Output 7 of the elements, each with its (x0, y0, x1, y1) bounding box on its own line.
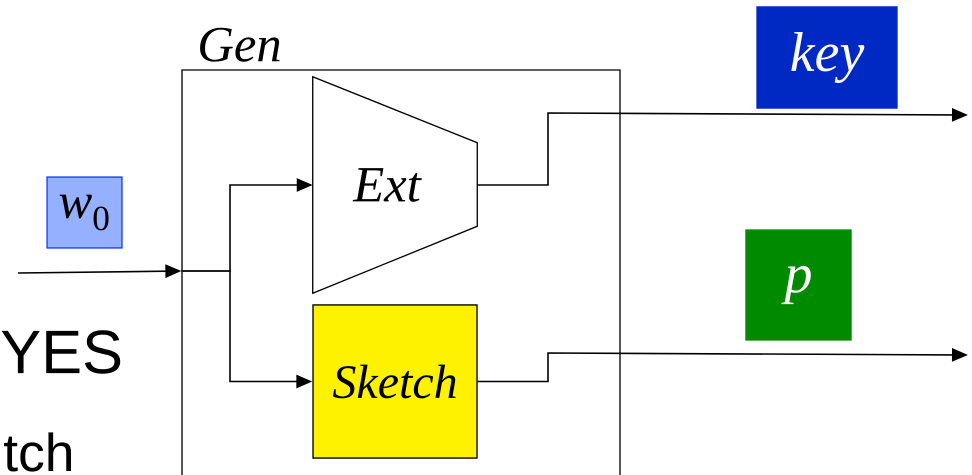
node-label: Gen (200, 28, 280, 62)
sketch-box: Sketch (312, 304, 478, 459)
variable-tag: w$_{0}$ (46, 176, 123, 249)
variable-tag: p (745, 229, 852, 341)
text-label: tch (4, 432, 71, 472)
variable-tag: key (756, 6, 898, 109)
text-label: YES (2, 330, 120, 374)
